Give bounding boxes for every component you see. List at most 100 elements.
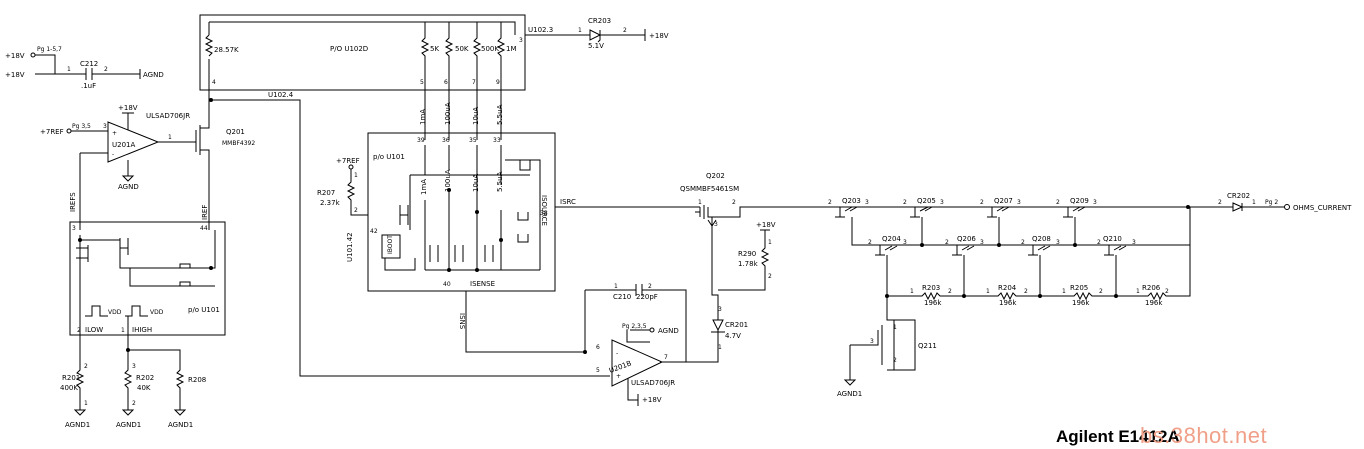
svg-text:1: 1 [893, 324, 897, 331]
q207: Q207 2 3 [980, 197, 1021, 245]
r290-label: R290 [738, 250, 756, 258]
agnd-u201b-label: AGND [658, 327, 679, 335]
isource-label: ISOURCE [540, 195, 548, 226]
svg-text:3: 3 [1056, 239, 1060, 246]
svg-text:Q209: Q209 [1070, 197, 1089, 205]
c210-label: C210 [613, 293, 631, 301]
q201-part: MMBF4392 [222, 140, 255, 147]
svg-text:3: 3 [940, 199, 944, 206]
ima-inner: 1mA [420, 179, 428, 195]
svg-text:1: 1 [354, 172, 358, 179]
c212-value: .1uF [81, 82, 96, 90]
cr203-label: CR203 [588, 17, 611, 25]
svg-text:4: 4 [212, 79, 216, 86]
svg-text:2: 2 [828, 199, 832, 206]
u102d-label: P/O U102D [330, 45, 368, 53]
r1m-label: 1M [506, 45, 517, 53]
u201a-block: +18V ULSAD706JR U201A +7REF Pg 3,5 3 + -… [40, 100, 255, 230]
svg-text:1: 1 [1252, 199, 1256, 206]
svg-text:1: 1 [986, 288, 990, 295]
p18v-label-b: +18V [5, 71, 25, 79]
svg-text:2: 2 [623, 27, 627, 34]
svg-text:1: 1 [910, 288, 914, 295]
svg-text:2: 2 [1218, 199, 1222, 206]
q209: Q209 2 3 [1056, 197, 1097, 245]
svg-text:3: 3 [714, 221, 718, 228]
watermark: bs.38hot.net [1140, 423, 1268, 448]
svg-text:2: 2 [648, 283, 652, 290]
r203-label: R203 [922, 284, 940, 292]
svg-text:+: + [112, 130, 117, 137]
ulsad-b-label: ULSAD706JR [631, 379, 675, 387]
svg-text:3: 3 [865, 199, 869, 206]
svg-text:2: 2 [1165, 288, 1169, 295]
q202-part: QSMMBF5461SM [680, 185, 739, 193]
svg-text:44: 44 [200, 225, 208, 232]
pg-ref-label: Pg 1-5,7 [37, 46, 62, 53]
q210: Q210 2 3 [1097, 235, 1136, 296]
r207-value: 2.37k [320, 199, 341, 207]
svg-text:-: - [616, 350, 618, 357]
isrc-label: ISRC [560, 198, 576, 206]
agnd-u201a-label: AGND [118, 183, 139, 191]
p18v-cr203-label: +18V [649, 32, 669, 40]
svg-text:3: 3 [718, 306, 722, 313]
svg-text:42: 42 [370, 228, 378, 235]
svg-text:38: 38 [540, 210, 548, 217]
p18v-label-a: +18V [5, 52, 25, 60]
svg-text:2: 2 [1021, 239, 1025, 246]
svg-text:1: 1 [1062, 288, 1066, 295]
svg-text:1: 1 [578, 27, 582, 34]
i55ua-label: 5.5uA [496, 104, 504, 125]
q208: Q208 2 3 [1021, 235, 1060, 296]
r201-value: 400K [60, 384, 78, 392]
ima-label: 1mA [419, 109, 427, 125]
svg-text:2: 2 [77, 327, 81, 334]
i100ua-inner: 100uA [444, 169, 452, 192]
u1024-label: U102.4 [268, 91, 294, 99]
q211-label: Q211 [918, 342, 937, 350]
svg-text:2: 2 [132, 400, 136, 407]
agnd-label: AGND [143, 71, 164, 79]
cr202-label: CR202 [1227, 192, 1250, 200]
p18v-u201a-label: +18V [118, 104, 138, 112]
r290-value: 1.78k [738, 260, 759, 268]
svg-text:3: 3 [1132, 239, 1136, 246]
r207-label: R207 [317, 189, 335, 197]
svg-text:1: 1 [698, 199, 702, 206]
r205-label: R205 [1070, 284, 1088, 292]
p18v-u201b-label: +18V [642, 396, 662, 404]
svg-text:6: 6 [444, 79, 448, 86]
svg-text:2: 2 [1056, 199, 1060, 206]
r208-label: R208 [188, 376, 206, 384]
r203-value: 196k [924, 299, 942, 307]
svg-text:7: 7 [664, 354, 668, 361]
q201-label: Q201 [226, 128, 245, 136]
r201-label: R201 [62, 374, 80, 382]
q205: Q205 2 3 [903, 197, 944, 245]
svg-text:3: 3 [132, 363, 136, 370]
svg-text:2: 2 [945, 239, 949, 246]
isense-label: ISENSE [470, 280, 495, 288]
u101-left-block: IREFS IREF 44 3 p/o U101 VDD VDD 2 ILOW … [69, 192, 226, 350]
svg-text:Q208: Q208 [1032, 235, 1051, 243]
u201b-block: C210 220pF 1 2 6 5 7 - + U201B Pg 2,3,5 … [583, 283, 687, 406]
r202-label: R202 [136, 374, 154, 382]
svg-text:2: 2 [732, 199, 736, 206]
r205-value: 196k [1072, 299, 1090, 307]
svg-text:1: 1 [768, 239, 772, 246]
svg-text:2: 2 [1097, 239, 1101, 246]
i100ua-label: 100uA [444, 102, 452, 125]
i55ua-inner: 5.5uA [496, 171, 504, 192]
svg-text:7: 7 [472, 79, 476, 86]
svg-text:1: 1 [121, 327, 125, 334]
svg-text:9: 9 [496, 79, 500, 86]
r5k-label: 5K [430, 45, 439, 53]
svg-text:3: 3 [103, 123, 107, 130]
bottom-resistors: R201 400K 2 1 AGND1 R202 40K R208 3 2 AG… [60, 330, 206, 429]
svg-text:Q204: Q204 [882, 235, 901, 243]
svg-text:-: - [112, 151, 114, 158]
r204-value: 196k [999, 299, 1017, 307]
i10ua-label: 10uA [472, 107, 480, 125]
